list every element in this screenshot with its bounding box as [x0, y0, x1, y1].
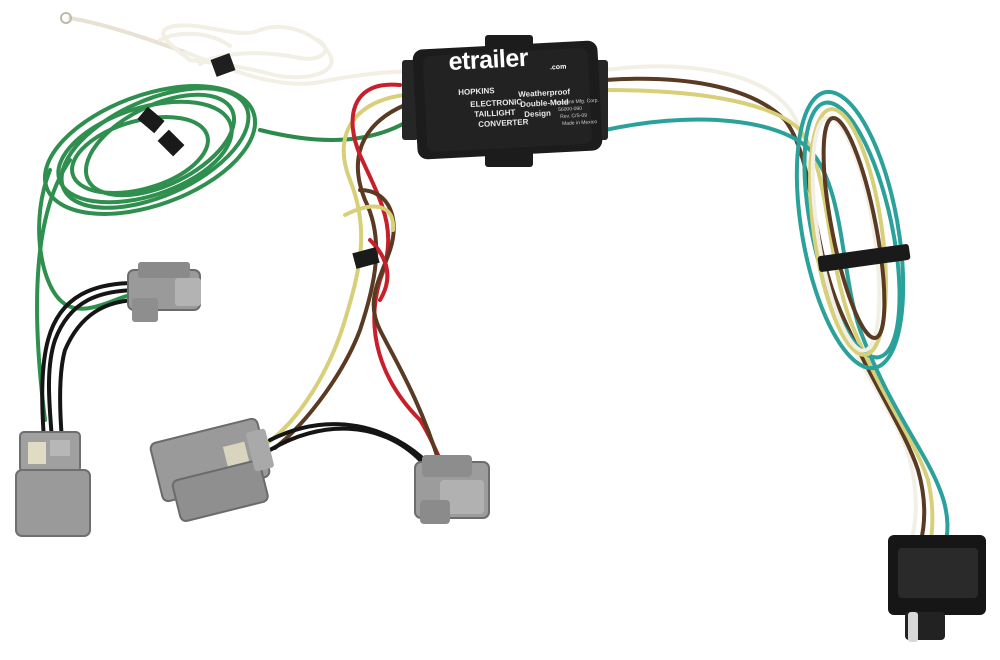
four-pole-trailer-connector [888, 535, 986, 642]
taillight-converter-module [402, 35, 608, 167]
green-wire-coil [35, 84, 412, 422]
cable-tie [352, 247, 380, 269]
left-lower-connector [15, 431, 91, 537]
ring-terminal [60, 12, 72, 24]
center-right-connector [414, 455, 490, 524]
right-wire-bundle [603, 64, 950, 547]
cable-tie [210, 53, 236, 77]
black-wires-left [40, 280, 142, 442]
cable-tie [817, 244, 911, 272]
cable-tie [137, 106, 165, 134]
cable-tie [157, 129, 185, 157]
left-upper-connector [127, 262, 201, 322]
center-left-connector [149, 417, 274, 522]
